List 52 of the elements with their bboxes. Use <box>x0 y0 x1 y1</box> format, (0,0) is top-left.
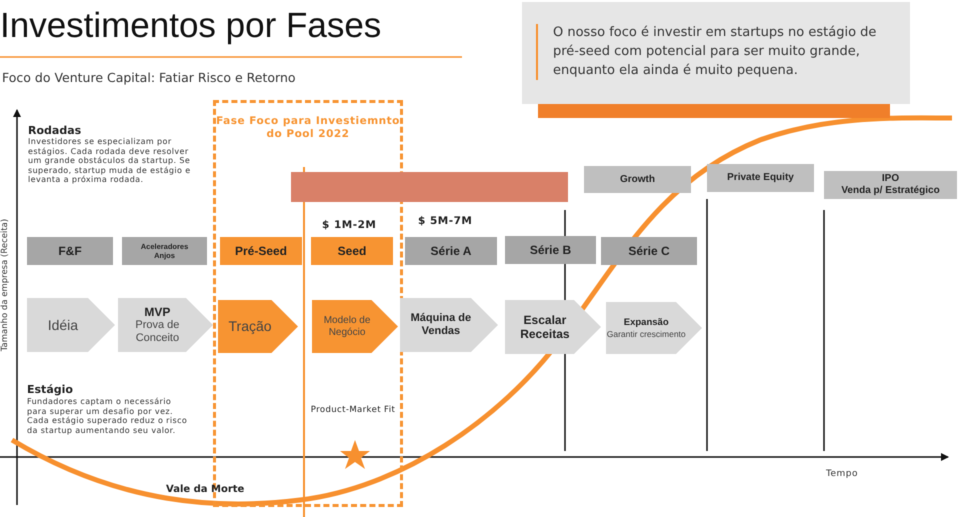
amount-label: $ 1M-2M <box>322 219 376 231</box>
stage-label: Máquina de Vendas <box>410 312 472 338</box>
round-box <box>505 236 596 264</box>
round-box <box>707 164 814 192</box>
note-text: O nosso foco é investir em startups no estágio de pré-seed com potencial para ser muito grande, enquanto ela ainda é muito pequena. <box>553 24 878 80</box>
axis-label: Tempo <box>826 469 858 479</box>
round-label: Private Equity <box>727 172 794 184</box>
stage-label: Expansão <box>624 317 669 329</box>
stage-label: Garantir crescimento <box>606 328 686 339</box>
banner-bar <box>291 172 568 202</box>
description-text: Fundadores captam o necessário para superar um desafio por vez. Cada estágio superado reduz o risco da startup aumentando seu valor. <box>27 397 188 436</box>
stage-label: Tração <box>228 318 272 335</box>
stage-label: Escalar Receitas <box>519 312 571 342</box>
section-heading: Estágio <box>27 383 73 396</box>
round-label: F&F <box>58 244 82 258</box>
round-label: IPO <box>882 173 900 185</box>
valley-label: Vale da Morte <box>166 484 244 495</box>
subtitle: Foco do Venture Capital: Fatiar Risco e Retorno <box>2 70 296 85</box>
round-label: Série B <box>530 242 572 258</box>
round-label: Pré-Seed <box>234 244 288 258</box>
stage-card <box>118 298 213 352</box>
stage-label: Modelo de Negócio <box>322 314 372 338</box>
stage-card <box>312 300 398 353</box>
round-box <box>601 237 697 265</box>
amount-label: $ 5M-7M <box>418 215 472 227</box>
stage-label: Idéia <box>48 316 78 334</box>
stage-label: MVP <box>144 304 170 319</box>
round-box <box>220 237 302 265</box>
title: Investimentos por Fases <box>0 6 382 46</box>
stage-card <box>505 300 601 354</box>
stage-label: Prova de Conceito <box>134 319 180 346</box>
round-box <box>122 237 207 265</box>
stage-card <box>400 298 498 352</box>
focus-phase-title: Fase Foco para Investiemnto do Pool 2022 <box>216 115 400 140</box>
axis-label: Tamanho da empresa (Receita) <box>0 218 10 354</box>
section-heading: Rodadas <box>28 124 82 137</box>
round-label: Seed <box>338 244 366 258</box>
stage-card <box>606 302 702 354</box>
round-label: Série C <box>628 244 670 258</box>
round-label: Venda p/ Estratégico <box>841 185 940 197</box>
stage-card <box>27 298 115 352</box>
round-box <box>405 237 497 265</box>
round-box <box>27 237 113 265</box>
description-text: Investidores se especializam por estágios. Cada rodada deve resolver um grande obstáculos da startup. Se superado, startup muda de estágio e levanta a próxima rodada. <box>28 137 192 185</box>
stage-card <box>218 300 298 353</box>
note-card <box>522 2 910 104</box>
round-box <box>311 237 393 265</box>
round-box <box>584 166 691 193</box>
round-box <box>824 171 957 199</box>
milestone-label: Product-Market Fit <box>310 405 396 415</box>
round-label: Série A <box>430 244 472 258</box>
round-label: Growth <box>620 174 655 186</box>
